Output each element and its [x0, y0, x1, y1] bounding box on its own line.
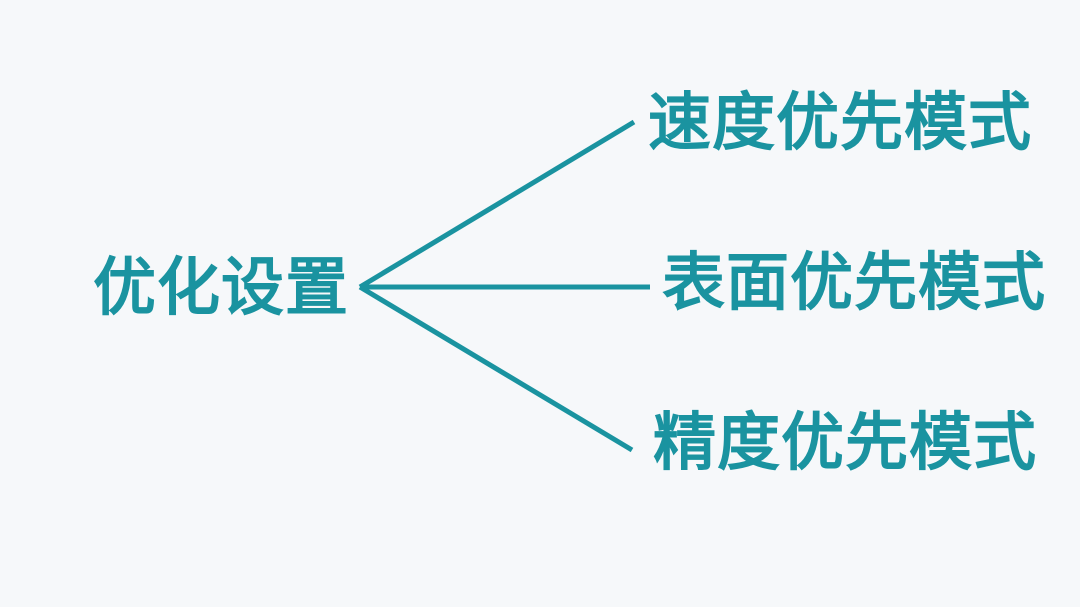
- root-node-label: 优化设置: [93, 253, 349, 323]
- branch-node-surface-priority: 表面优先模式: [662, 248, 1046, 318]
- branch-node-precision-priority: 精度优先模式: [653, 408, 1037, 478]
- connector-line-bottom: [358, 284, 634, 453]
- branch-node-speed-priority: 速度优先模式: [648, 88, 1032, 158]
- connector-line-top: [358, 119, 636, 290]
